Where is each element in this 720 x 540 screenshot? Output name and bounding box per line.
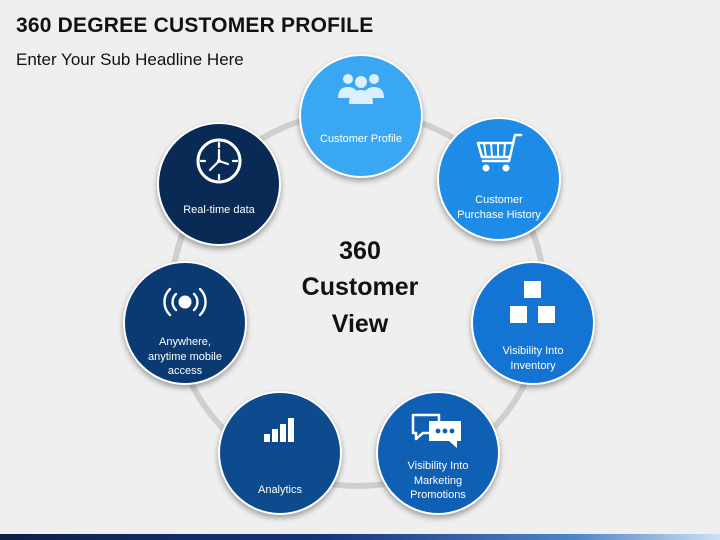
node-label-line-2: Marketing (413, 474, 463, 487)
broadcast-icon (125, 285, 245, 319)
page-title: 360 DEGREE CUSTOMER PROFILE (16, 14, 374, 37)
node-label-line-3: Promotions (410, 489, 466, 501)
node-inventory[interactable]: Visibility Into Inventory (471, 261, 595, 385)
boxes-icon (473, 279, 593, 325)
node-purchase-history[interactable]: Customer Purchase History (437, 117, 561, 241)
node-marketing-promotions[interactable]: Visibility Into Marketing Promotions (376, 391, 500, 515)
bar-chart-icon (220, 417, 340, 443)
node-label: Analytics (257, 484, 303, 496)
node-label-line-1: Customer (475, 194, 523, 206)
page-subtitle: Enter Your Sub Headline Here (16, 50, 244, 69)
node-label-line-2: Purchase History (457, 208, 541, 221)
users-icon (301, 70, 421, 104)
shopping-cart-icon (439, 133, 559, 175)
center-label-line-2: Customer (301, 273, 419, 302)
chat-bubbles-icon (378, 411, 498, 449)
node-analytics[interactable]: Analytics (218, 391, 342, 515)
bottom-accent-bar (0, 534, 720, 540)
node-label-line-2: anytime mobile (148, 350, 222, 363)
node-label-line-2: Inventory (510, 359, 556, 372)
center-label-line-3: View (331, 309, 389, 338)
clock-icon (159, 136, 279, 186)
center-label: 360 Customer View (290, 233, 430, 342)
center-label-line-1: 360 (339, 237, 381, 265)
node-label-line-1: Visibility Into (407, 460, 469, 472)
node-label-line-1: Anywhere, (159, 336, 211, 348)
node-label: Customer Profile (320, 133, 402, 145)
node-label: Real-time data (183, 204, 255, 216)
node-mobile-access[interactable]: Anywhere, anytime mobile access (123, 261, 247, 385)
node-label-line-3: access (167, 365, 203, 377)
node-customer-profile[interactable]: Customer Profile (299, 54, 423, 178)
node-label-line-1: Visibility Into (502, 345, 564, 357)
node-real-time-data[interactable]: Real-time data (157, 122, 281, 246)
